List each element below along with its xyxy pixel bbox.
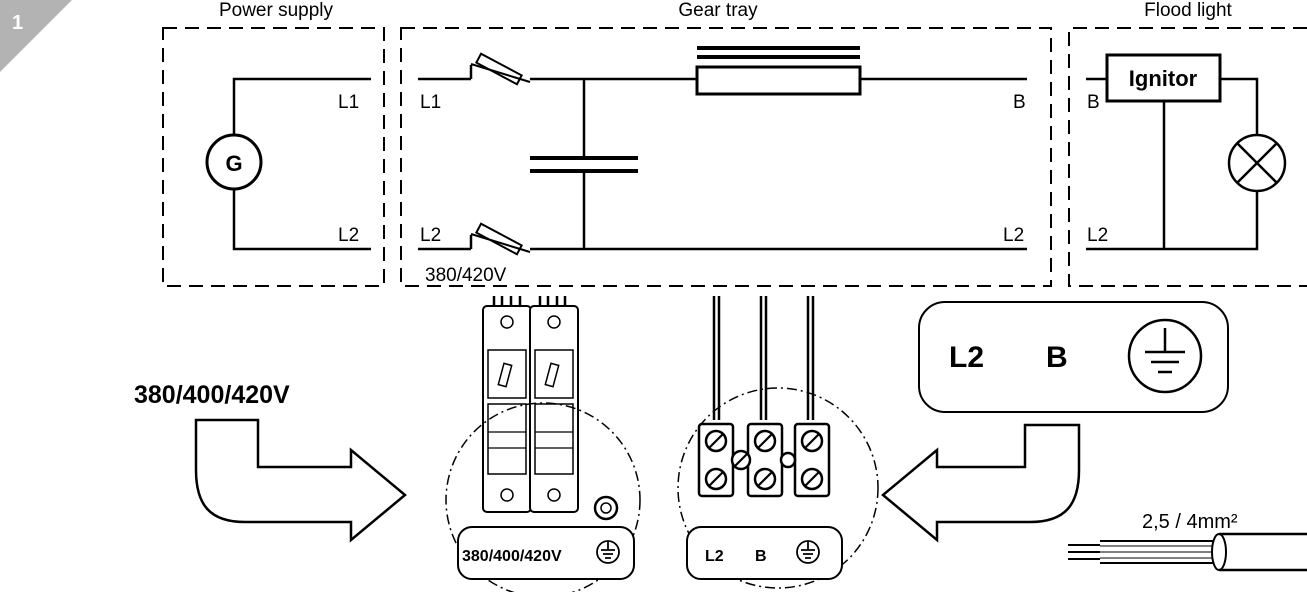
generator-label: G [225,151,242,176]
step-badge: 1 [0,0,72,72]
flood-light-box [1068,27,1307,287]
fuse-label-panel: 380/400/420V [457,526,635,580]
ignitor-box [1105,53,1222,103]
gt-voltage: 380/420V [425,265,507,286]
fl-input-l2: L2 [1087,225,1108,246]
ignitor-label: Ignitor [1129,66,1198,91]
terminal-earth-icon [796,540,820,564]
terminal-block [697,296,831,498]
fl-input-b: B [1087,92,1100,113]
gt-input-l1: L1 [420,92,441,113]
fuse-bottom [470,222,531,256]
gt-output-b: B [1013,92,1026,113]
fuse-panel-earth-icon [596,540,620,564]
terminal-label-b: B [755,548,767,565]
ballast-choke [695,46,862,96]
gear-tray-title: Gear tray [678,0,758,21]
ps-terminal-l1: L1 [338,92,359,113]
flood-light-title: Flood light [1144,0,1232,21]
callout-label-l2: L2 [949,341,984,374]
fuse-holder-block [482,296,619,521]
callout-label-b: B [1046,341,1068,374]
gt-output-l2: L2 [1003,225,1024,246]
connection-callout: L2 B [918,301,1229,413]
cable-spec-label: 2,5 / 4mm² [1142,511,1238,533]
terminal-label-l2: L2 [705,548,724,565]
lamp-symbol [1227,133,1287,193]
ps-terminal-l2: L2 [338,225,359,246]
fuse-panel-voltage: 380/400/420V [462,548,562,565]
arrow-to-terminals [881,423,1081,543]
power-supply-title: Power supply [219,0,334,21]
arrow-to-fuses [194,418,407,543]
gear-tray-box [400,27,1052,287]
cable-icon [1068,532,1307,572]
power-supply-box [162,27,385,287]
fuse-top [470,52,531,86]
terminal-label-panel: L2 B [686,526,843,580]
generator-symbol [205,133,263,191]
gt-input-l2: L2 [420,225,441,246]
callout-earth-icon [1127,318,1203,394]
fuse-zoom-circle [445,402,641,592]
terminal-zoom-circle [677,387,879,589]
step-number: 1 [12,12,23,34]
supply-voltage-label: 380/400/420V [134,381,290,409]
